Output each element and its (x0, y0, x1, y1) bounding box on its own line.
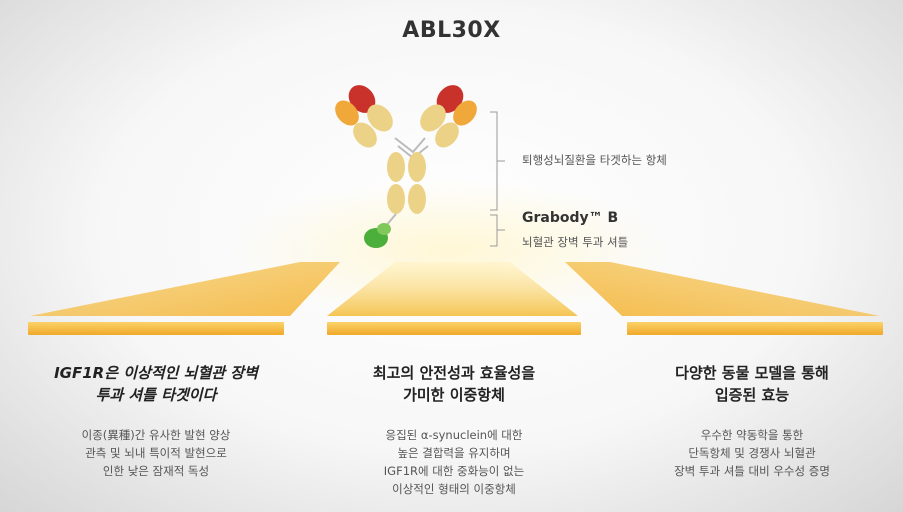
antibody-illustration (335, 85, 477, 248)
antibody-label: 퇴행성뇌질환을 타겟하는 항체 (522, 153, 667, 167)
right-platform (565, 262, 883, 335)
antibody-bracket (490, 111, 505, 211)
body-line: 이종(異種)간 유사한 발현 양상 (81, 428, 231, 442)
body-line: 장벽 투과 셔틀 대비 우수성 증명 (674, 464, 830, 478)
body-line: 단독항체 및 경쟁사 뇌혈관 (688, 446, 816, 460)
body-line: 응집된 α-synuclein에 대한 (385, 428, 523, 442)
center-platform (327, 262, 581, 335)
feature-body: 응집된 α-synuclein에 대한 높은 결합력을 유지하며 IGF1R에 … (314, 426, 594, 498)
heading-line: 가미한 이중항체 (403, 386, 505, 404)
body-line: 이상적인 형태의 이중항체 (392, 482, 516, 496)
body-line: 인한 낮은 잠재적 독성 (102, 464, 210, 478)
heading-line: 다양한 동물 모델을 통해 (675, 364, 829, 382)
grabody-name: Grabody™ B (522, 210, 619, 226)
heading-line: 최고의 안전성과 효율성을 (372, 364, 536, 382)
page-title: ABL30X (402, 18, 501, 43)
heading-line: 투과 셔틀 타겟이다 (95, 386, 217, 404)
feature-heading: IGF1R은 이상적인 뇌혈관 장벽 투과 셔틀 타겟이다 (16, 362, 296, 406)
grabody-desc: 뇌혈관 장벽 투과 셔틀 (522, 235, 629, 249)
heading-line: IGF1R은 이상적인 뇌혈관 장벽 (54, 364, 258, 382)
feature-column-bispecific: 최고의 안전성과 효율성을 가미한 이중항체 응집된 α-synuclein에 … (314, 362, 594, 498)
feature-body: 이종(異種)간 유사한 발현 양상 관측 및 뇌내 특이적 발현으로 인한 낮은… (16, 426, 296, 480)
body-line: IGF1R에 대한 중화능이 없는 (383, 464, 525, 478)
center-glow (230, 180, 670, 320)
left-platform (28, 262, 340, 335)
body-line: 높은 결합력을 유지하며 (397, 446, 511, 460)
heading-line: 입증된 효능 (714, 386, 790, 404)
feature-heading: 다양한 동물 모델을 통해 입증된 효능 (612, 362, 892, 406)
feature-column-igf1r: IGF1R은 이상적인 뇌혈관 장벽 투과 셔틀 타겟이다 이종(異種)간 유사… (16, 362, 296, 480)
feature-body: 우수한 약동학을 통한 단독항체 및 경쟁사 뇌혈관 장벽 투과 셔틀 대비 우… (612, 426, 892, 480)
shuttle-bracket (490, 214, 505, 247)
body-line: 관측 및 뇌내 특이적 발현으로 (85, 446, 227, 460)
feature-column-efficacy: 다양한 동물 모델을 통해 입증된 효능 우수한 약동학을 통한 단독항체 및 … (612, 362, 892, 480)
feature-heading: 최고의 안전성과 효율성을 가미한 이중항체 (314, 362, 594, 406)
body-line: 우수한 약동학을 통한 (700, 428, 804, 442)
